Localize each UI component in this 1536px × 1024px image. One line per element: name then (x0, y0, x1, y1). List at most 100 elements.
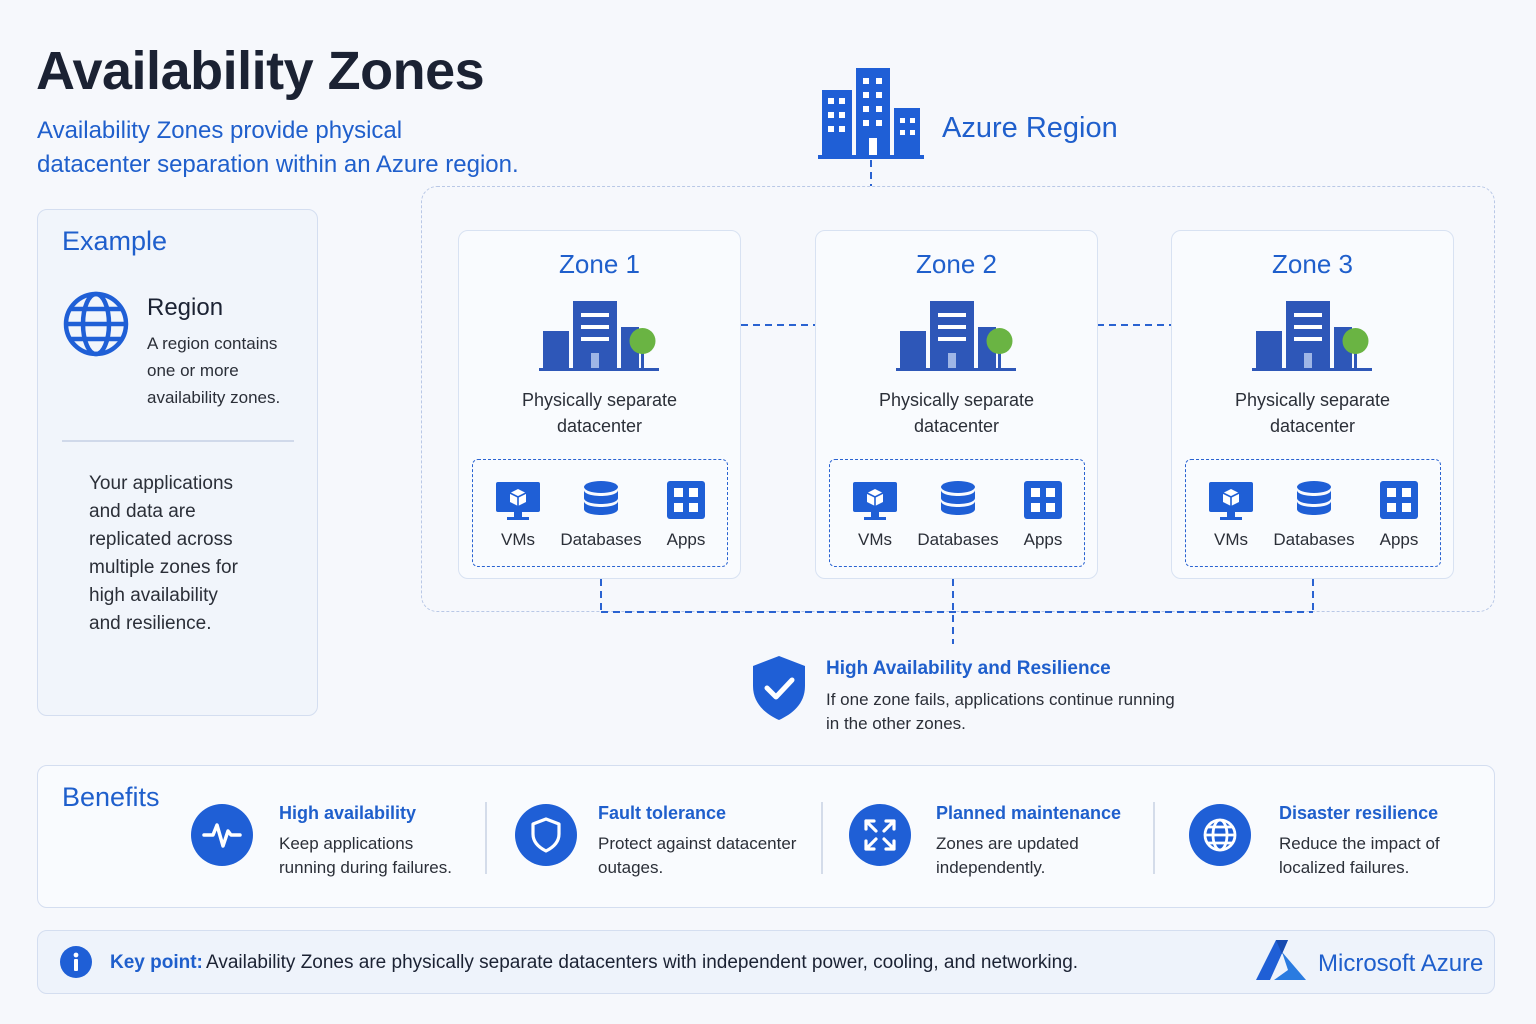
azure-region-label: Azure Region (942, 112, 1118, 144)
text-line: independently. (936, 858, 1046, 877)
divider (1153, 802, 1155, 874)
divider (485, 802, 487, 874)
workload-label: VMs (1214, 530, 1248, 549)
text-line: Reduce the impact of (1279, 834, 1440, 853)
text-line: A region contains (147, 334, 278, 353)
text-line: in the other zones. (826, 714, 966, 733)
database-icon (941, 481, 975, 515)
example-panel: Example Region A region contains one or … (37, 209, 318, 716)
benefit-description: Keep applications running during failure… (279, 832, 452, 880)
text-line: and data are (89, 501, 196, 522)
key-point-text: Availability Zones are physically separa… (206, 952, 1079, 973)
benefit-description: Zones are updated independently. (936, 832, 1079, 880)
divider (62, 440, 294, 442)
zone-desc-line: Physically separate (521, 390, 678, 410)
buildings-icon (818, 68, 924, 159)
heartbeat-icon (191, 804, 253, 866)
datacenter-icon (1252, 301, 1372, 371)
workload-label: Apps (666, 530, 706, 549)
zone-description: Physically separate datacenter (816, 387, 1097, 439)
text-line: and resilience. (89, 613, 212, 634)
zone-desc-line: datacenter (556, 416, 643, 436)
apps-icon (667, 481, 705, 519)
workload-vms: VMs (830, 480, 920, 550)
text-line: outages. (598, 858, 664, 877)
benefit-title: Planned maintenance (936, 803, 1122, 823)
key-point-bar: Key point: Availability Zones are physic… (37, 930, 1495, 994)
zone-title: Zone 3 (1272, 249, 1353, 279)
zone-description: Physically separate datacenter (1172, 387, 1453, 439)
benefit-title: Disaster resilience (1279, 803, 1439, 823)
zone-desc-line: datacenter (1269, 416, 1356, 436)
benefits-title: Benefits (62, 782, 160, 812)
divider (821, 802, 823, 874)
workload-label: Databases (917, 530, 999, 549)
workload-label: Apps (1023, 530, 1063, 549)
zone-card-1: Zone 1 Physically separate datacenter VM… (458, 230, 741, 579)
datacenter-icon (896, 301, 1016, 371)
globe-icon (63, 291, 129, 357)
zone-description: Physically separate datacenter (459, 387, 740, 439)
text-line: high availability (89, 585, 218, 606)
benefit-description: Protect against datacenter outages. (598, 832, 796, 880)
benefit-description: Reduce the impact of localized failures. (1279, 832, 1440, 880)
workload-label: VMs (858, 530, 892, 549)
workload-databases: Databases (1269, 480, 1359, 550)
workload-apps: Apps (1354, 480, 1444, 550)
workload-vms: VMs (473, 480, 563, 550)
apps-icon (1380, 481, 1418, 519)
workload-label: Databases (1273, 530, 1355, 549)
example-region-text: A region contains one or more availabili… (147, 330, 280, 411)
zone-card-2: Zone 2 Physically separate datacenter VM… (815, 230, 1098, 579)
zone-desc-line: datacenter (913, 416, 1000, 436)
workloads-box: VMs Databases Apps (1185, 459, 1441, 567)
example-title: Example (62, 226, 168, 256)
text-line: Protect against datacenter (598, 834, 797, 853)
workloads-box: VMs Databases Apps (829, 459, 1085, 567)
example-region-heading: Region (147, 294, 224, 321)
workloads-box: VMs Databases Apps (472, 459, 728, 567)
shield-icon (515, 804, 577, 866)
shield-check-icon (753, 656, 805, 720)
workload-databases: Databases (556, 480, 646, 550)
apps-icon (1024, 481, 1062, 519)
ha-title: High Availability and Resilience (826, 658, 1111, 679)
text-line: one or more (147, 361, 239, 380)
expand-arrows-icon (849, 804, 911, 866)
workload-label: Databases (560, 530, 642, 549)
zone-desc-line: Physically separate (878, 390, 1035, 410)
ha-description: If one zone fails, applications continue… (826, 688, 1175, 736)
benefit-title: High availability (279, 803, 417, 823)
brand-name: Microsoft Azure (1318, 950, 1484, 977)
text-line: Zones are updated (936, 834, 1079, 853)
datacenter-icon (539, 301, 659, 371)
zone-card-3: Zone 3 Physically separate datacenter VM… (1171, 230, 1454, 579)
workload-apps: Apps (998, 480, 1088, 550)
globe-icon (1189, 804, 1251, 866)
subtitle-line-2: datacenter separation within an Azure re… (37, 151, 519, 178)
workload-label: Apps (1379, 530, 1419, 549)
page-title: Availability Zones (36, 41, 485, 101)
workload-vms: VMs (1186, 480, 1276, 550)
page-subtitle: Availability Zones provide physical data… (37, 114, 557, 182)
text-line: localized failures. (1279, 858, 1410, 877)
text-line: Your applications (89, 473, 234, 494)
zone-title: Zone 1 (559, 249, 640, 279)
vm-icon (496, 482, 540, 520)
text-line: multiple zones for (89, 557, 238, 578)
benefit-title: Fault tolerance (598, 803, 727, 823)
azure-logo-icon (1256, 940, 1306, 980)
region-container (421, 186, 1495, 612)
workload-apps: Apps (641, 480, 731, 550)
key-point-label: Key point: (110, 952, 203, 973)
workload-label: VMs (501, 530, 535, 549)
database-icon (584, 481, 618, 515)
example-note: Your applications and data are replicate… (89, 470, 238, 638)
text-line: availability zones. (147, 388, 281, 407)
vm-icon (853, 482, 897, 520)
vm-icon (1209, 482, 1253, 520)
zone-title: Zone 2 (916, 249, 997, 279)
workload-databases: Databases (913, 480, 1003, 550)
text-line: replicated across (89, 529, 233, 550)
